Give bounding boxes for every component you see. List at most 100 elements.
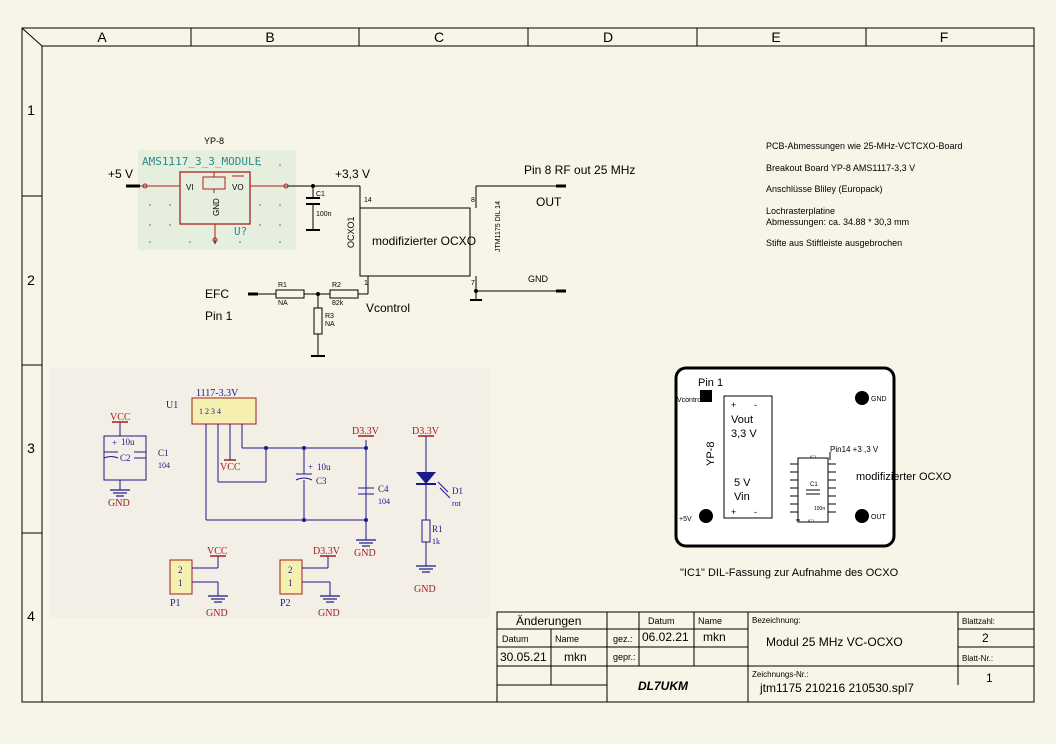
- board-layout: Pin 1 Vcontrol GND +5V OUT YP-8 + - Vout…: [674, 366, 952, 579]
- tb-blattzahl-header: Blattzahl:: [962, 617, 995, 626]
- r1-value: NA: [278, 300, 288, 307]
- p2-pin2: 2: [288, 565, 293, 575]
- layout-pin1: Pin 1: [698, 377, 723, 389]
- d1-ref: D1: [452, 486, 463, 496]
- note: Lochrasterplatine: [766, 206, 835, 216]
- upper-junctions: [311, 184, 478, 296]
- layout-vout: Vout: [731, 414, 753, 426]
- layout-vin: Vin: [734, 491, 750, 503]
- tb-rev-date: 30.05.21: [500, 650, 547, 664]
- c2-value: 10u: [121, 437, 135, 447]
- tb-gez-date: 06.02.21: [642, 630, 689, 644]
- tb-author: DL7UKM: [638, 679, 689, 693]
- layout-minus: -: [754, 507, 757, 517]
- sub-schematic: U1 1117-3.3V 1 2 3 4 VCC VCC VCC D3.3V D…: [50, 368, 490, 619]
- c2-ref: C2: [120, 453, 131, 463]
- column-label: C: [434, 29, 444, 45]
- layout-ic1-ref: IC1: [808, 518, 815, 523]
- module-designator: U?: [234, 225, 247, 238]
- r1-value: 1k: [432, 537, 440, 546]
- note: Breakout Board YP-8 AMS1117-3,3 V: [766, 163, 915, 173]
- module-pin-gnd: GND: [212, 198, 221, 216]
- gnd-label: GND: [206, 608, 228, 619]
- tb-name-header2: Name: [698, 616, 722, 626]
- row-labels: 1 2 3 4: [27, 102, 35, 624]
- u1-ref: U1: [166, 400, 178, 411]
- layout-33v: 3,3 V: [731, 428, 757, 440]
- r3-value: NA: [325, 321, 335, 328]
- c4-value: 104: [378, 497, 390, 506]
- column-label: E: [771, 29, 780, 45]
- layout-ic1-tag: IC1: [810, 454, 817, 459]
- r1-ref: R1: [278, 282, 287, 289]
- c1-value: 104: [158, 461, 170, 470]
- upper-wiring: [126, 184, 566, 357]
- title-block: Änderungen Datum Name Datum Name gez.: 0…: [496, 611, 1035, 703]
- ocxo-label: modifizierter OCXO: [372, 234, 476, 248]
- module-ref: YP-8: [204, 136, 224, 146]
- ocxo-pin1: 1: [364, 280, 368, 287]
- column-label: B: [265, 29, 274, 45]
- column-label: F: [940, 29, 949, 45]
- layout-gnd: GND: [871, 396, 887, 403]
- p2-ref: P2: [280, 598, 291, 609]
- tb-blattnr: 1: [986, 671, 993, 685]
- ocxo-part: JTM1175 DIL 14: [495, 201, 502, 252]
- p1-ref: P1: [170, 598, 181, 609]
- tb-bezeichnung-header: Bezeichnung:: [752, 616, 800, 625]
- layout-plus: +: [731, 400, 736, 410]
- net-plus33v: +3,3 V: [335, 167, 370, 181]
- layout-5v: 5 V: [734, 477, 751, 489]
- p1-pin1: 1: [178, 578, 183, 588]
- tb-zeichnungsnr-header: Zeichnungs-Nr.:: [752, 670, 808, 679]
- r2-ref: R2: [332, 282, 341, 289]
- net-vcontrol: Vcontrol: [366, 301, 410, 315]
- layout-plus5v: +5V: [679, 516, 692, 523]
- row-label: 4: [27, 608, 35, 624]
- c2-plus: +: [112, 438, 117, 448]
- d33v-label: D3.3V: [412, 426, 440, 437]
- layout-vcontrol: Vcontrol: [677, 397, 703, 404]
- tb-gez: gez.:: [613, 634, 633, 644]
- vcc-label: VCC: [110, 412, 131, 423]
- d1-value: rot: [452, 499, 462, 508]
- column-labels: A B C D E F: [97, 29, 948, 45]
- yp8-module: YP-8 AMS1117_3_3_MODULE VI VO GND U?: [138, 136, 296, 250]
- net-out: OUT: [536, 195, 562, 209]
- vcc-label: VCC: [207, 546, 228, 557]
- vcc-label: VCC: [220, 462, 241, 473]
- tb-gez-name: mkn: [703, 630, 726, 644]
- upper-labels: +5 V +3,3 V Pin 8 RF out 25 MHz OUT GND …: [108, 163, 635, 328]
- tb-blattnr-header: Blatt-Nr.:: [962, 654, 993, 663]
- d33v-label: D3.3V: [352, 426, 380, 437]
- net-efc: EFC: [205, 287, 229, 301]
- layout-out: OUT: [871, 514, 887, 521]
- c1-value: 100n: [316, 211, 332, 218]
- tb-bezeichnung: Modul 25 MHz VC-OCXO: [766, 635, 903, 649]
- note: Stifte aus Stiftleiste ausgebrochen: [766, 238, 902, 248]
- ocxo-pin14: 14: [364, 197, 372, 204]
- tb-gepr: gepr.:: [613, 652, 636, 662]
- u1-name: 1117-3.3V: [196, 388, 239, 399]
- note: Anschlüsse Bliley (Europack): [766, 184, 883, 194]
- c3-ref: C3: [316, 476, 327, 486]
- row-label: 1: [27, 102, 35, 118]
- layout-yp8: YP-8: [705, 442, 717, 466]
- u1-pins: 1 2 3 4: [199, 407, 221, 416]
- net-rf-out: Pin 8 RF out 25 MHz: [524, 163, 635, 177]
- gnd-label: GND: [354, 548, 376, 559]
- module-pin-vi: VI: [186, 183, 194, 192]
- tb-datum-header: Datum: [502, 634, 529, 644]
- layout-plus: +: [731, 507, 736, 517]
- layout-minus: -: [754, 400, 757, 410]
- c3-value: 10u: [317, 462, 331, 472]
- net-gnd: GND: [528, 274, 549, 284]
- tb-zeichnungsnr: jtm1175 210216 210530.spl7: [759, 681, 914, 695]
- layout-ocxo: modifizierter OCXO: [856, 471, 952, 483]
- ocxo-pin8: 8: [471, 197, 475, 204]
- c1-ref: C1: [158, 448, 169, 458]
- notes: PCB-Abmessungen wie 25-MHz-VCTCXO-Board …: [766, 141, 963, 248]
- ocxo-ref: OCXO1: [346, 216, 356, 248]
- c4-ref: C4: [378, 484, 389, 494]
- column-label: D: [603, 29, 613, 45]
